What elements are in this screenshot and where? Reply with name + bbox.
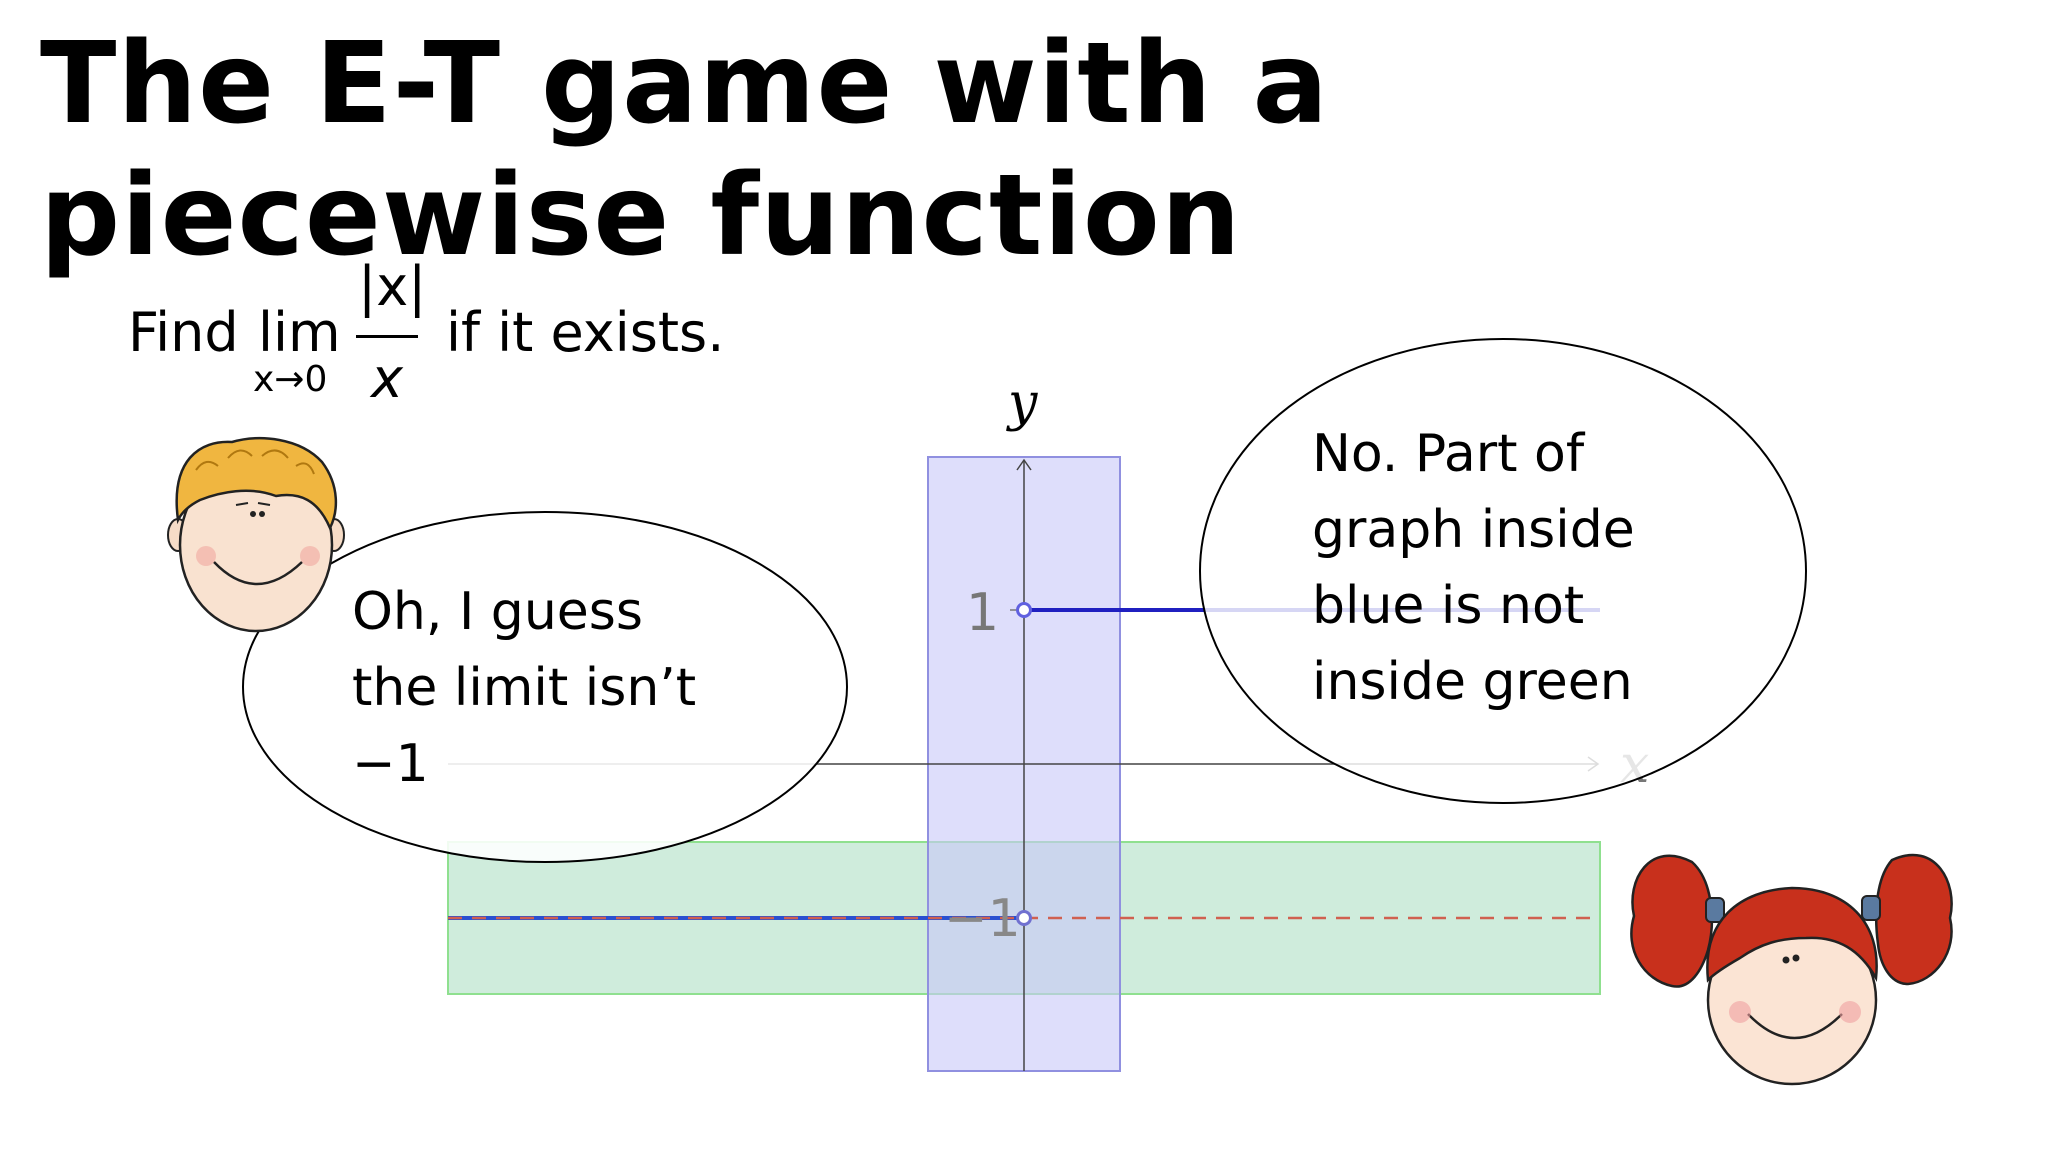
open-point-upper (1016, 602, 1032, 618)
problem-statement: Find lim x→0 |x| x if it exists. (128, 255, 828, 415)
girl-bubble-line: No. Part of (1312, 424, 1585, 484)
girl-bubble-line: inside green (1312, 652, 1633, 712)
fraction-bar (356, 335, 418, 338)
girl-bubble-line: blue is not (1312, 576, 1585, 636)
slide-title: The E-T game with a piecewise function (40, 19, 1330, 281)
open-point-lower (1016, 910, 1032, 926)
lim-subscript: x→0 (253, 359, 328, 400)
girl-bubble-text: No. Part of graph inside blue is not ins… (1312, 416, 1635, 720)
find-text: Find (128, 301, 239, 364)
problem-suffix: if it exists. (446, 301, 725, 364)
boy-face-icon (167, 437, 345, 633)
fraction-numerator: |x| (358, 255, 427, 318)
girl-speech-bubble (1199, 338, 1807, 804)
girl-bubble-line: graph inside (1312, 500, 1635, 560)
boy-bubble-line: Oh, I guess (352, 582, 643, 642)
boy-speech-bubble (242, 511, 848, 863)
fraction-denominator: x (371, 347, 403, 410)
girl-face-icon (1630, 853, 1953, 1086)
lim-text: lim (258, 301, 341, 364)
boy-bubble-text: Oh, I guess the limit isn’t −1 (352, 574, 696, 802)
tick-label-neg-one: −1 (944, 889, 1021, 949)
boy-bubble-line: the limit isn’t (352, 658, 697, 718)
y-axis-label: y (1006, 373, 1038, 433)
tick-label-pos-one: 1 (966, 583, 999, 643)
y-axis-arrow-icon (1016, 458, 1032, 471)
boy-bubble-line: −1 (352, 734, 429, 794)
